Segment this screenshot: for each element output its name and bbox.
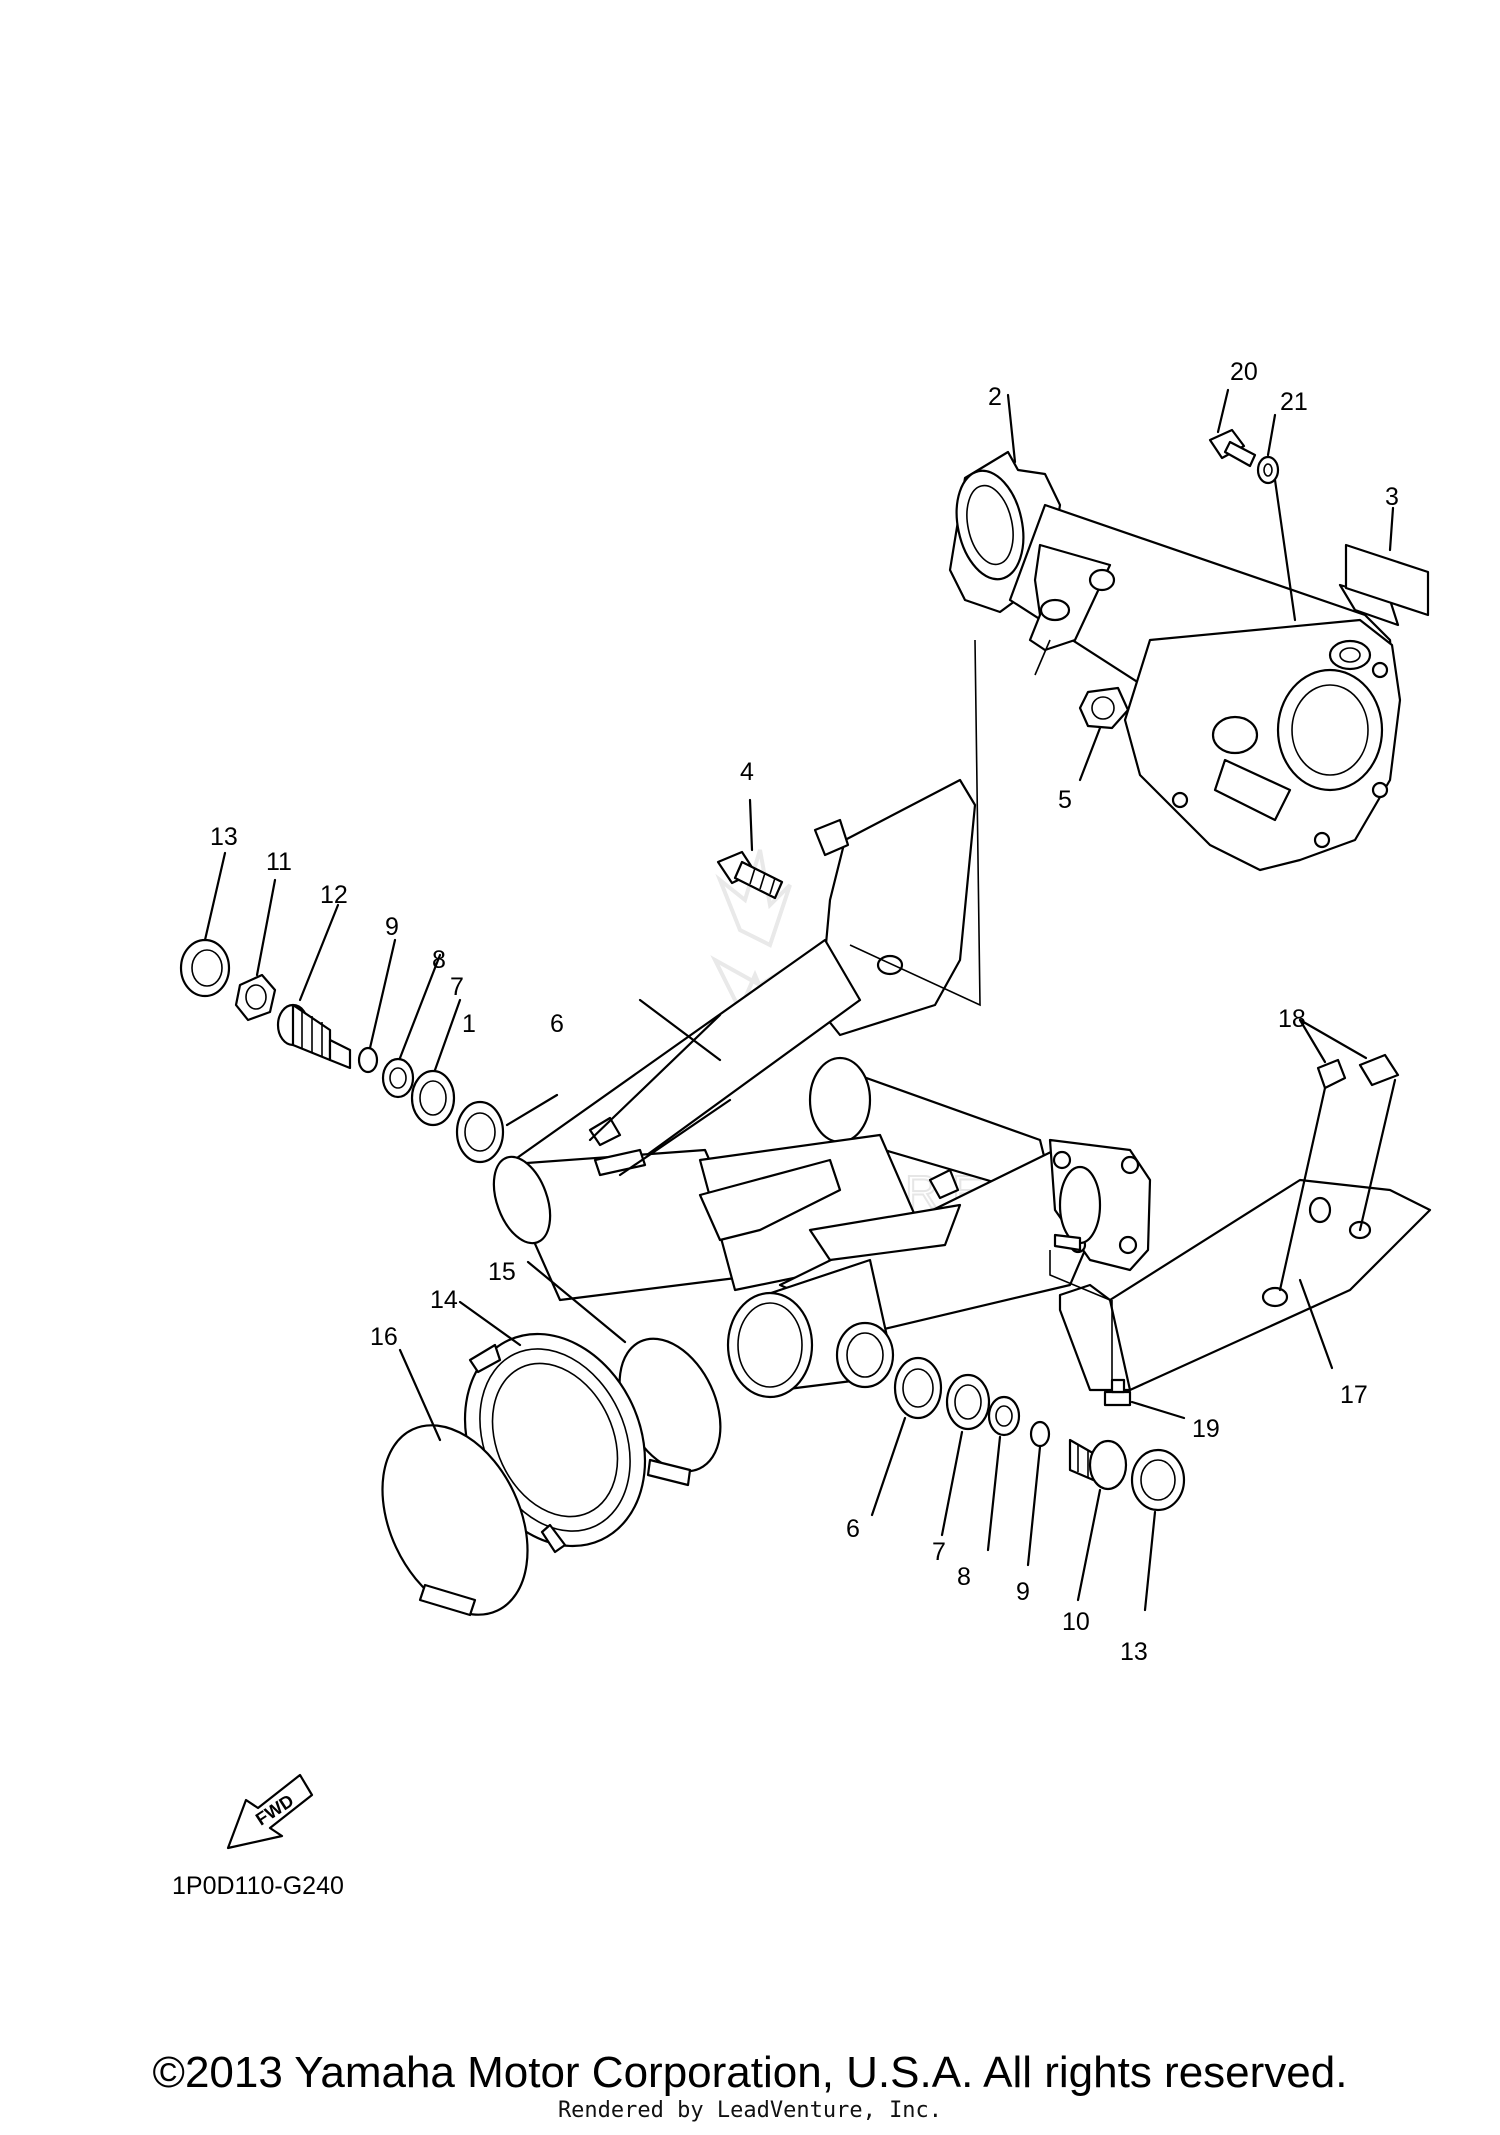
bearing-part-8-left	[381, 1057, 415, 1099]
callout-21: 21	[1280, 388, 1308, 416]
o-ring-part-9-right	[1029, 1420, 1051, 1448]
callout-19: 19	[1192, 1415, 1220, 1443]
o-ring-part-9-left	[357, 1046, 379, 1074]
bearing-part-8-right	[987, 1395, 1021, 1437]
screw-part-19	[1103, 1378, 1132, 1407]
callout-labels: 1 2 3 4 5 6 7 8 9 11 12 13 14 15 16 17 1…	[210, 358, 1399, 1666]
bolt-part-20	[1208, 428, 1257, 468]
rendered-by-notice: Rendered by LeadVenture, Inc.	[557, 2098, 943, 2123]
callout-1: 1	[462, 1010, 476, 1038]
callout-7-right: 7	[932, 1538, 946, 1566]
clamp-part-15	[618, 1337, 722, 1487]
copyright-notice: ©2013 Yamaha Motor Corporation, U.S.A. A…	[152, 2048, 1348, 2097]
callout-11: 11	[266, 848, 292, 876]
callout-10: 10	[1062, 1608, 1090, 1636]
pivot-bolt-part-12	[276, 1003, 352, 1070]
bearing-part-6-left	[455, 1100, 505, 1164]
seal-part-7-right	[945, 1373, 991, 1431]
diagram-code: 1P0D110-G240	[172, 1872, 344, 1900]
callout-12: 12	[320, 881, 348, 909]
callout-5: 5	[1058, 786, 1072, 814]
clamp-part-16	[381, 1424, 529, 1617]
callout-6-right: 6	[846, 1515, 860, 1543]
seal-part-13-right	[1130, 1448, 1186, 1512]
callout-16: 16	[370, 1323, 398, 1351]
guard-part-17	[1058, 1178, 1432, 1392]
seal-part-7-left	[410, 1069, 456, 1127]
swingarm-part-1	[492, 778, 1152, 1399]
fwd-arrow-icon: FWD	[226, 1773, 314, 1850]
callout-4: 4	[740, 758, 754, 786]
callout-3: 3	[1385, 483, 1399, 511]
callout-2: 2	[988, 383, 1002, 411]
callout-8-left: 8	[432, 946, 446, 974]
bearing-part-6-right	[893, 1356, 943, 1420]
callout-15: 15	[488, 1258, 516, 1286]
callout-9-right: 9	[1016, 1578, 1030, 1606]
callout-8-right: 8	[957, 1563, 971, 1591]
callout-9-left: 9	[385, 913, 399, 941]
callout-20: 20	[1230, 358, 1258, 386]
callout-7-left: 7	[450, 973, 464, 1001]
callout-18: 18	[1278, 1005, 1306, 1033]
bolt-part-4	[716, 850, 784, 900]
pivot-bolt-part-10	[1068, 1438, 1128, 1491]
washer-part-21	[1256, 455, 1280, 485]
nut-part-11	[234, 973, 277, 1022]
callout-13-left: 13	[210, 823, 238, 851]
nut-part-5	[1078, 686, 1130, 730]
callout-13-right: 13	[1120, 1638, 1148, 1666]
callout-14: 14	[430, 1286, 458, 1314]
leader-lines	[203, 388, 1397, 1612]
label-plate-part-3	[1344, 543, 1430, 617]
axle-housing-part-2	[948, 450, 1402, 872]
callout-6-left: 6	[550, 1010, 564, 1038]
seal-part-13-left	[179, 938, 231, 998]
callout-17: 17	[1340, 1381, 1368, 1409]
damper-part-18	[1316, 1053, 1400, 1090]
